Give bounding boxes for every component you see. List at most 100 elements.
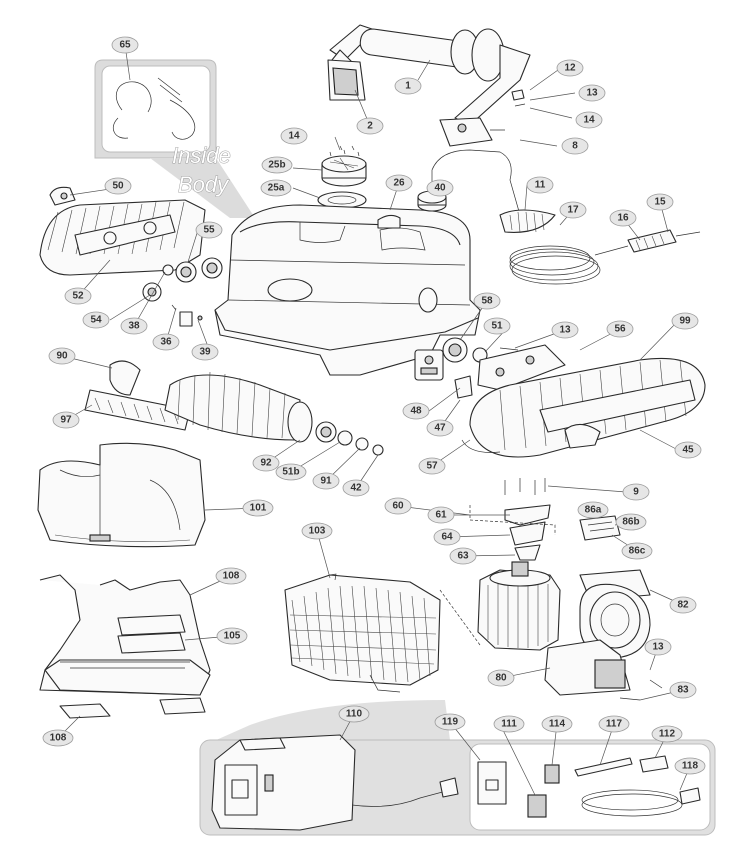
part-callout-86c: 86c xyxy=(621,542,653,560)
part-callout-badge xyxy=(674,757,706,775)
part-callout-12: 12 xyxy=(556,59,584,77)
part-callout-badge xyxy=(644,638,672,656)
part-callout-badge xyxy=(609,209,637,227)
part-number-label: 111 xyxy=(501,719,517,730)
part-number-label: 8 xyxy=(572,141,578,152)
part-callout-45: 45 xyxy=(674,441,702,459)
part-number-label: 26 xyxy=(393,178,405,189)
part-callout-badge xyxy=(559,201,587,219)
part-number-label: 90 xyxy=(56,351,68,362)
part-callout-badge xyxy=(551,321,579,339)
part-callout-86b: 86b xyxy=(615,513,647,531)
part-number-label: 86b xyxy=(622,517,639,528)
part-number-label: 65 xyxy=(119,40,131,51)
power-cable-drawing xyxy=(417,149,701,285)
part-callout-badge xyxy=(402,402,430,420)
part-number-label: 86c xyxy=(629,546,646,557)
part-callout-112: 112 xyxy=(651,725,683,743)
inset-title-line2: Body xyxy=(178,172,230,197)
part-callout-17: 17 xyxy=(559,201,587,219)
part-callout-54: 54 xyxy=(82,311,110,329)
part-callout-13b: 13 xyxy=(551,321,579,339)
part-callout-39: 39 xyxy=(191,343,219,361)
part-callout-101: 101 xyxy=(242,499,274,517)
part-callout-badge xyxy=(82,311,110,329)
part-number-label: 108 xyxy=(50,733,67,744)
part-callout-badge xyxy=(301,522,333,540)
part-callout-badge xyxy=(473,292,501,310)
part-callout-55: 55 xyxy=(195,221,223,239)
part-callout-badge xyxy=(615,513,647,531)
part-number-label: 15 xyxy=(654,197,666,208)
part-callout-82: 82 xyxy=(669,596,697,614)
part-callout-50: 50 xyxy=(104,177,132,195)
part-number-label: 57 xyxy=(426,461,438,472)
part-callout-badge xyxy=(418,457,446,475)
part-callout-99: 99 xyxy=(671,312,699,330)
part-callout-badge xyxy=(216,627,248,645)
part-number-label: 64 xyxy=(441,532,453,543)
top-fittings-drawing xyxy=(317,149,367,209)
part-number-label: 16 xyxy=(617,213,629,224)
inset-title-line1: Inside xyxy=(172,143,231,168)
part-callout-64: 64 xyxy=(433,528,461,546)
filter-bag-drawing xyxy=(37,442,206,548)
part-callout-badge xyxy=(152,333,180,351)
part-callout-badge xyxy=(434,713,466,731)
part-callout-25a: 25a xyxy=(260,179,292,197)
part-callout-badge xyxy=(433,528,461,546)
part-number-label: 117 xyxy=(606,719,623,730)
part-number-label: 13 xyxy=(559,325,571,336)
part-callout-51b: 51b xyxy=(275,463,307,481)
part-number-label: 45 xyxy=(682,445,694,456)
part-callout-badge xyxy=(556,59,584,77)
part-callout-63: 63 xyxy=(449,547,477,565)
handle-drawing xyxy=(327,24,531,151)
part-number-label: 51 xyxy=(491,321,503,332)
part-callout-badge xyxy=(606,320,634,338)
part-callout-badge xyxy=(195,221,223,239)
part-callout-badge xyxy=(427,506,455,524)
part-number-label: 92 xyxy=(260,458,272,469)
part-number-label: 1 xyxy=(405,81,411,92)
part-callout-119: 119 xyxy=(434,713,466,731)
part-callout-badge xyxy=(622,483,650,501)
part-callout-40: 40 xyxy=(426,179,454,197)
part-callout-badge xyxy=(646,193,674,211)
part-callout-badge xyxy=(426,179,454,197)
part-number-label: 14 xyxy=(288,131,300,142)
part-callout-13c: 13 xyxy=(644,638,672,656)
part-callout-86a: 86a xyxy=(577,501,609,519)
part-number-label: 2 xyxy=(367,121,373,132)
part-number-label: 114 xyxy=(549,719,566,730)
part-number-label: 112 xyxy=(659,729,676,740)
part-number-label: 105 xyxy=(224,631,241,642)
part-number-label: 39 xyxy=(199,347,211,358)
part-callout-47: 47 xyxy=(426,419,454,437)
part-callout-badge xyxy=(577,501,609,519)
part-callout-42: 42 xyxy=(342,479,370,497)
part-callout-badge xyxy=(52,411,80,429)
part-number-label: 54 xyxy=(90,315,102,326)
part-callout-badge xyxy=(426,419,454,437)
part-callout-badge xyxy=(621,542,653,560)
part-callout-65: 65 xyxy=(111,36,139,54)
small-fittings-drawing xyxy=(142,257,223,327)
part-callout-badge xyxy=(384,497,412,515)
part-callout-83: 83 xyxy=(669,681,697,699)
part-number-label: 40 xyxy=(434,183,446,194)
part-callout-badge xyxy=(280,127,308,145)
motor-assembly-drawing xyxy=(439,478,663,701)
right-track-drawing xyxy=(442,337,706,458)
part-number-label: 42 xyxy=(350,483,362,494)
part-callout-badge xyxy=(669,596,697,614)
part-callout-117: 117 xyxy=(598,715,630,733)
part-callout-58: 58 xyxy=(473,292,501,310)
part-callout-118: 118 xyxy=(674,757,706,775)
brush-assembly-drawing xyxy=(84,360,384,456)
part-callout-92: 92 xyxy=(252,454,280,472)
part-callout-14a: 14 xyxy=(575,111,603,129)
part-number-label: 25a xyxy=(268,183,285,194)
part-callout-111: 111 xyxy=(493,715,525,733)
part-callout-badge xyxy=(541,715,573,733)
